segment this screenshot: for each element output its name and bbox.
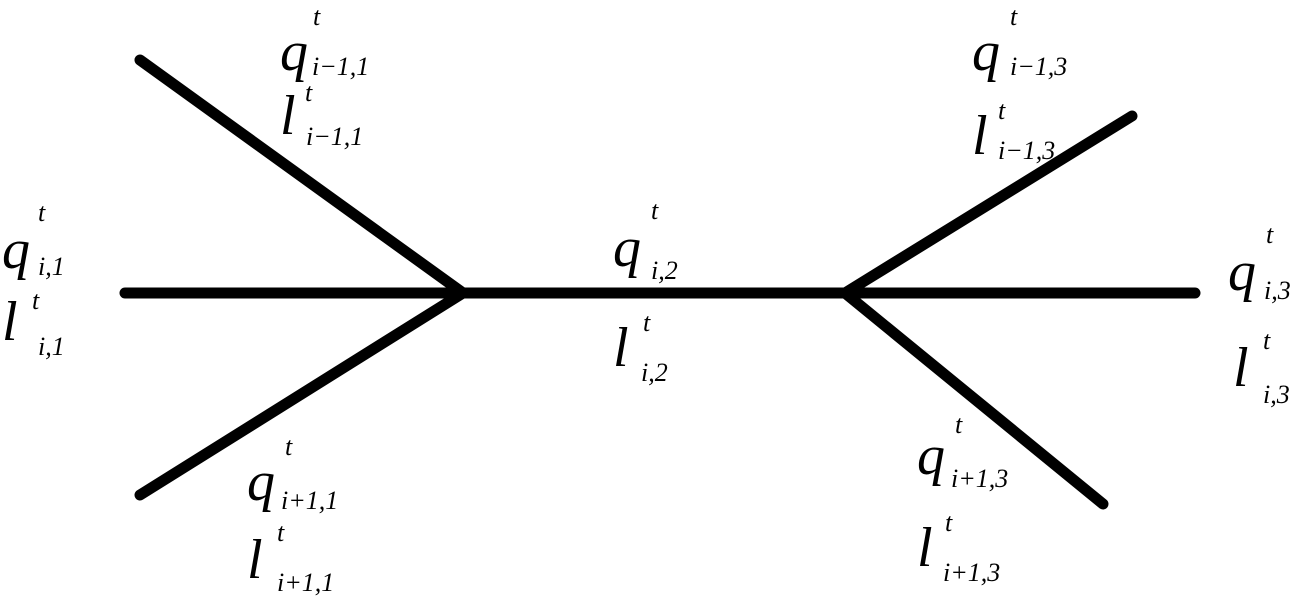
branch-upper-left <box>134 54 469 299</box>
branch-lower-left <box>134 287 469 501</box>
branch-upper-right <box>839 110 1138 299</box>
branch-lower-right <box>839 287 1109 510</box>
